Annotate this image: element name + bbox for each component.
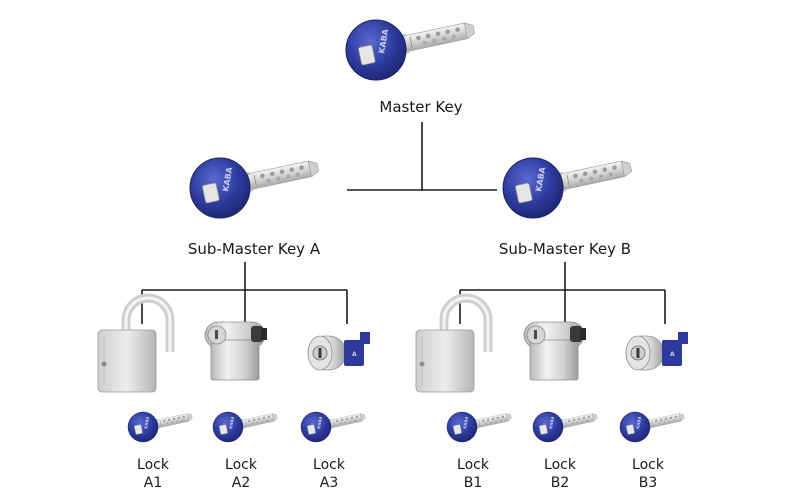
master-key-label: Master Key bbox=[379, 98, 463, 116]
lock-b1-word: Lock bbox=[457, 457, 489, 473]
lock-a3-label: Lock A3 bbox=[313, 456, 345, 492]
key-a3-icon bbox=[300, 411, 367, 443]
lock-b3-label: Lock B3 bbox=[632, 456, 664, 492]
lock-a1-id: A1 bbox=[143, 475, 163, 491]
lock-b2-word: Lock bbox=[544, 457, 576, 473]
lock-a2-word: Lock bbox=[225, 457, 257, 473]
half-cylinder-a2-icon bbox=[204, 321, 268, 381]
master-key-icon bbox=[345, 18, 477, 81]
lock-b2-label: Lock B2 bbox=[544, 456, 576, 492]
padlock-a1-icon bbox=[98, 298, 170, 392]
cam-lock-b3-icon bbox=[625, 331, 689, 371]
lock-a3-word: Lock bbox=[313, 457, 345, 473]
lock-a2-label: Lock A2 bbox=[225, 456, 257, 492]
cam-lock-a3-icon bbox=[307, 331, 371, 371]
connector-lines bbox=[141, 122, 666, 324]
lock-b1-id: B1 bbox=[463, 475, 483, 491]
key-b1-icon bbox=[446, 411, 513, 443]
sub-master-key-a-label: Sub-Master Key A bbox=[187, 240, 321, 258]
lock-a1-word: Lock bbox=[137, 457, 169, 473]
lock-a2-id: A2 bbox=[231, 475, 251, 491]
key-a2-icon bbox=[212, 411, 279, 443]
lock-b1-label: Lock B1 bbox=[457, 456, 489, 492]
lock-b2-id: B2 bbox=[550, 475, 570, 491]
lock-a1-label: Lock A1 bbox=[137, 456, 169, 492]
sub-master-key-b-label: Sub-Master Key B bbox=[498, 240, 632, 258]
lock-b3-word: Lock bbox=[632, 457, 664, 473]
padlock-b1-icon bbox=[416, 298, 488, 392]
lock-b3-id: B3 bbox=[638, 475, 658, 491]
sub-master-key-a-icon bbox=[189, 156, 321, 219]
sub-master-key-b-icon bbox=[502, 156, 634, 219]
lock-a3-id: A3 bbox=[319, 475, 339, 491]
half-cylinder-b2-icon bbox=[523, 321, 587, 381]
key-b3-icon bbox=[619, 411, 686, 443]
key-a1-icon bbox=[127, 411, 194, 443]
key-b2-icon bbox=[532, 411, 599, 443]
